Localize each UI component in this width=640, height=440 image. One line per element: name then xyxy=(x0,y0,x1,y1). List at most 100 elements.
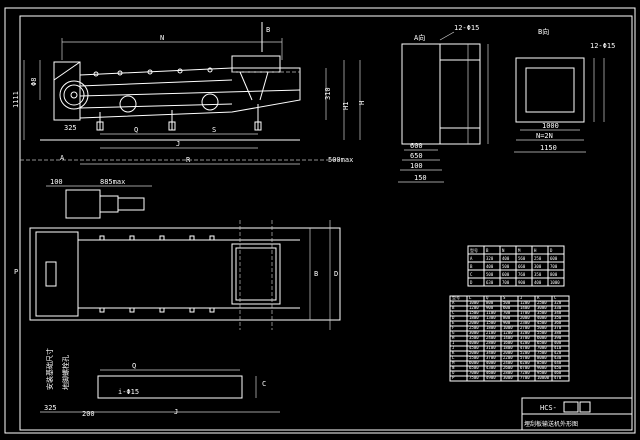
big-table-cell: 2400 xyxy=(486,335,496,340)
side-p-label: P xyxy=(14,268,18,276)
title-block: HCS- 埋刮板输送机外形图 xyxy=(521,397,633,431)
plan-view: 100 885max B D P xyxy=(14,178,341,330)
big-table-cell: 420 xyxy=(554,350,562,355)
big-table-cell: 4200 xyxy=(520,340,530,345)
big-table-cell: 3000 xyxy=(537,305,547,310)
big-table-cell: 3700 xyxy=(486,355,496,360)
dim-310-label: 310 xyxy=(324,87,332,100)
big-table-cell: 4000 xyxy=(537,315,547,320)
small-table-header-cell: 型号 xyxy=(470,247,478,253)
dim-q-top-label: Q xyxy=(134,126,138,134)
big-table-cell: 5700 xyxy=(520,355,530,360)
small-table-cell: 900 xyxy=(518,280,526,285)
big-table-cell: 1700 xyxy=(520,310,530,315)
big-table-cell: 600 xyxy=(503,305,511,310)
title-code: HCS- xyxy=(540,404,557,412)
b-view-marker: B xyxy=(266,26,270,34)
big-table-cell: 4700 xyxy=(520,345,530,350)
big-table-cell: 3700 xyxy=(520,335,530,340)
big-table-cell: 3500 xyxy=(537,310,547,315)
big-table-cell: 8500 xyxy=(537,360,547,365)
big-table-cell: 5500 xyxy=(469,355,479,360)
big-table-cell: 6500 xyxy=(469,365,479,370)
big-table-cell: 3000 xyxy=(469,330,479,335)
view-a-600: 600 xyxy=(410,142,423,150)
big-table-cell: 1200 xyxy=(503,330,513,335)
big-table-cell: O xyxy=(452,370,455,375)
small-table-header-cell: M xyxy=(518,248,521,253)
big-table-cell: 6500 xyxy=(537,340,547,345)
small-table-cell: B xyxy=(470,264,473,269)
view-b-title: B向 xyxy=(538,27,549,36)
small-table-cell: 400 xyxy=(502,256,510,261)
big-table-cell: 8000 xyxy=(537,355,547,360)
big-table-cell: B xyxy=(452,305,455,310)
small-table-cell: 350 xyxy=(534,272,542,277)
small-table-cell: C xyxy=(470,272,473,277)
big-table-cell: 2000 xyxy=(469,320,479,325)
big-table-cell: 440 xyxy=(554,360,562,365)
small-table-cell: A xyxy=(470,256,473,261)
big-table-cell: D xyxy=(452,315,455,320)
big-table-cell: 430 xyxy=(554,355,562,360)
big-table-cell: 4300 xyxy=(486,365,496,370)
big-table-cell: 2500 xyxy=(537,300,547,305)
big-table-cell: 7500 xyxy=(537,350,547,355)
big-table-cell: 390 xyxy=(554,335,562,340)
small-table-header-cell: B xyxy=(486,248,489,253)
small-table-cell: 250 xyxy=(534,256,542,261)
big-table-cell: 900 xyxy=(486,305,494,310)
bottom-holes-label: i-Φ15 xyxy=(118,388,139,396)
view-b-holes: 12-Φ15 xyxy=(590,42,615,50)
big-table-cell: 1200 xyxy=(469,305,479,310)
view-a-650: 650 xyxy=(410,152,423,160)
dim-j-top-label: J xyxy=(176,140,180,148)
big-table-cell: K xyxy=(452,350,455,355)
big-table-cell: 3500 xyxy=(469,335,479,340)
big-table-cell: 3200 xyxy=(520,330,530,335)
small-table-cell: 500 xyxy=(502,264,510,269)
big-table-cell: 4000 xyxy=(469,340,479,345)
big-table-cell: 320 xyxy=(554,300,562,305)
small-table-cell: 700 xyxy=(502,280,510,285)
bottom-325-label: 325 xyxy=(44,404,57,412)
small-table-cell: D xyxy=(470,280,473,285)
dim-1111-label: 1111 xyxy=(12,91,20,108)
big-table-cell: 7000 xyxy=(469,370,479,375)
big-table-cell: 340 xyxy=(554,310,562,315)
big-table-cell: 6000 xyxy=(469,360,479,365)
dim-325-top-label: 325 xyxy=(64,124,77,132)
big-table-cell: A xyxy=(452,300,455,305)
big-table-cell: 500 xyxy=(503,300,511,305)
big-table-cell: 2600 xyxy=(503,365,513,370)
big-table-cell: 2000 xyxy=(503,350,513,355)
big-table-cell: 800 xyxy=(503,315,511,320)
dim-n-label: N xyxy=(160,34,164,42)
dim-100-label: 100 xyxy=(50,178,63,186)
big-table-frame xyxy=(449,295,570,382)
foundation-label-1: 安装基础尺寸 xyxy=(45,348,54,390)
big-table-header-cell: L xyxy=(469,295,472,300)
dim-s-label: S xyxy=(212,126,216,134)
small-table-cell: 630 xyxy=(486,280,494,285)
big-table-cell: 1000 xyxy=(469,300,479,305)
big-table-cell: P xyxy=(452,375,455,380)
big-table-cell: 1600 xyxy=(503,340,513,345)
small-table-cell: 600 xyxy=(550,256,558,261)
small-table-header-cell: D xyxy=(550,248,553,253)
big-table-cell: 4900 xyxy=(486,375,496,380)
big-table-cell: 5200 xyxy=(520,350,530,355)
big-table-cell: 330 xyxy=(554,305,562,310)
small-table-cell: 500 xyxy=(486,272,494,277)
dim-500-label: 500max xyxy=(328,156,353,164)
big-table-cell: L xyxy=(452,355,455,360)
big-table-cell: 7000 xyxy=(537,345,547,350)
small-table-header-cell: N xyxy=(502,248,505,253)
big-table-header-cell: Q xyxy=(486,295,489,300)
big-table-cell: N xyxy=(452,365,455,370)
dim-885-label: 885max xyxy=(100,178,125,186)
small-table-cell: 400 xyxy=(486,264,494,269)
big-table-cell: 7200 xyxy=(520,370,530,375)
view-a-title: A向 xyxy=(414,33,425,42)
